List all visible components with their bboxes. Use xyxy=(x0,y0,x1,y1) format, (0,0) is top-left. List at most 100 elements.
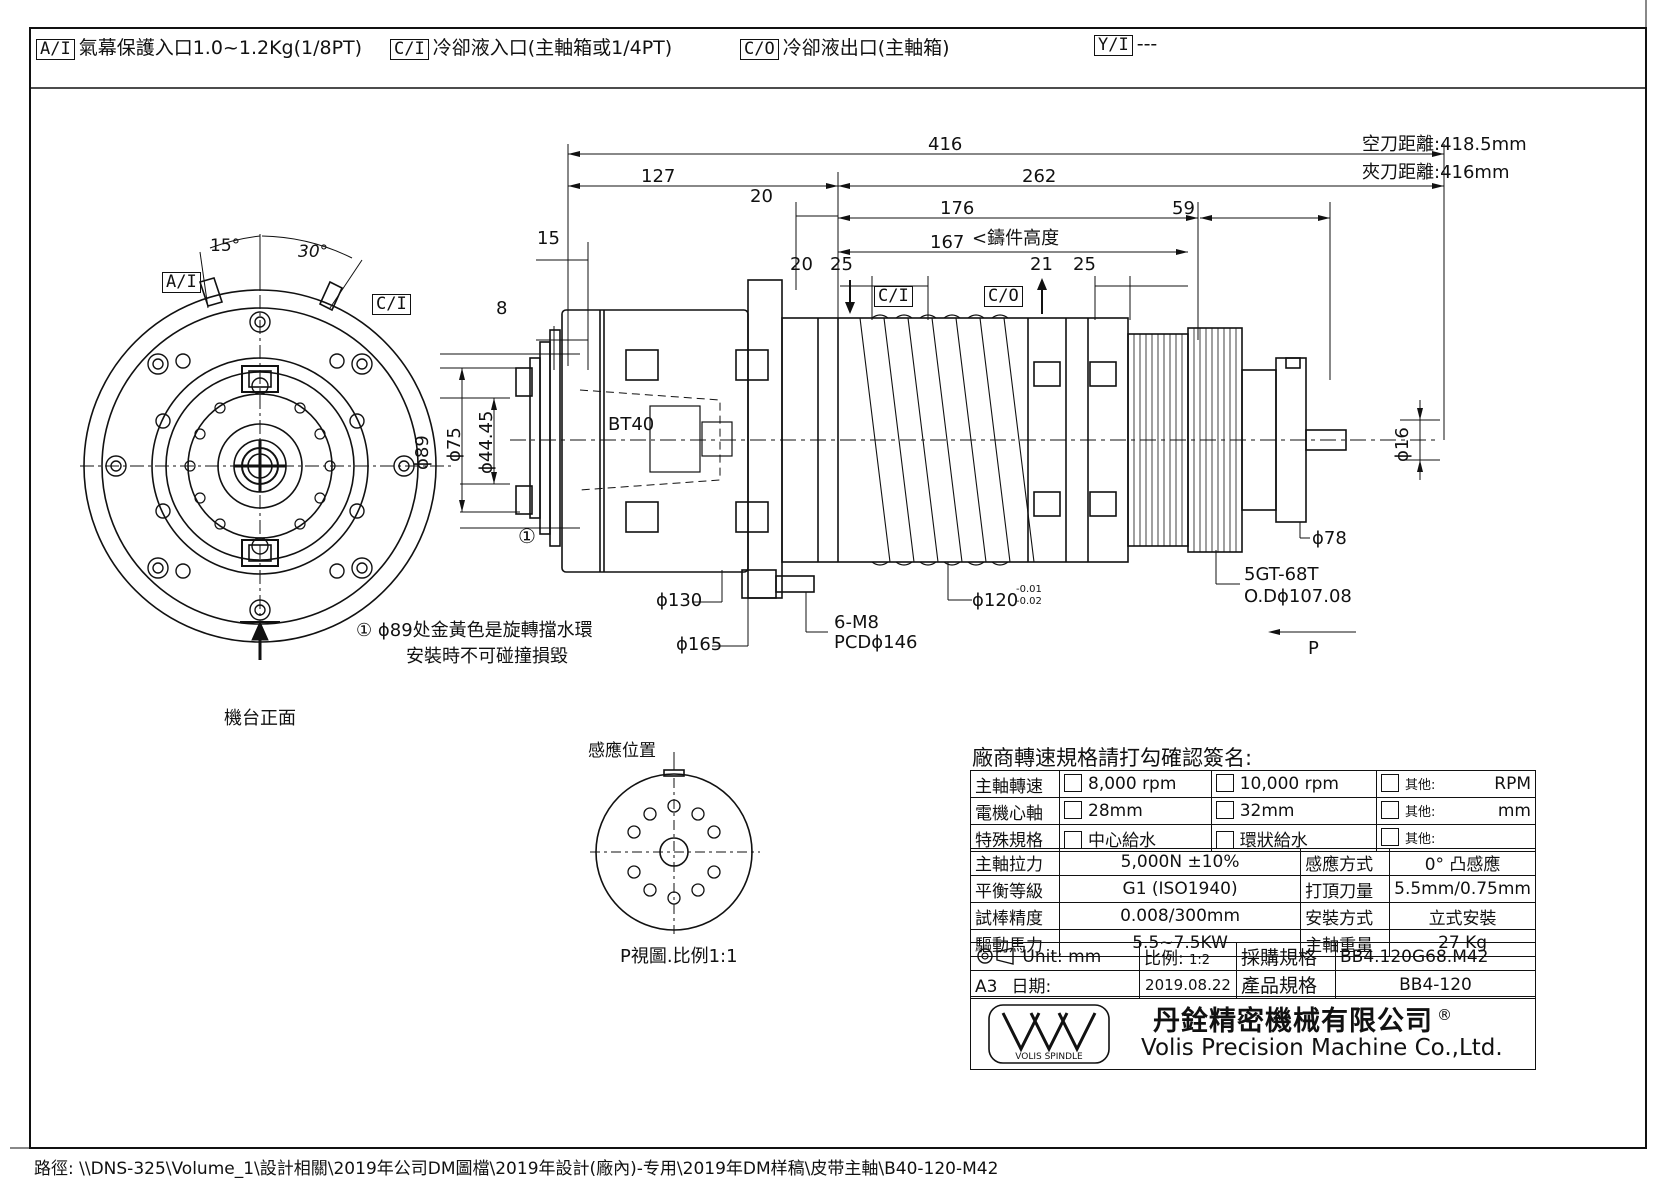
side-label-co: C/O xyxy=(984,286,1027,307)
pcd-label: PCDϕ146 xyxy=(834,632,918,653)
dim-dia16: ϕ16 xyxy=(1392,427,1413,462)
param-key: 安裝方式 xyxy=(1300,902,1391,930)
file-path: 路徑: \\DNS-325\Volume_1\設計相關\2019年公司DM圖檔\… xyxy=(34,1159,999,1179)
purchase-value: BB4.120G68.M42 xyxy=(1335,942,1536,971)
company-block: VOLIS SPINDLE 丹銓精密機械有限公司® Volis Precisio… xyxy=(970,996,1536,1070)
option-row: 電機心軸 28mm 32mm 其他:mm xyxy=(970,797,1536,825)
registered-mark: ® xyxy=(1437,1006,1453,1024)
tag-co: C/O xyxy=(740,39,779,60)
p-arrow-label: P xyxy=(1308,638,1319,659)
legend-ci-text: 冷卻液入口(主軸箱或1/4PT) xyxy=(432,37,673,59)
tag-ci: C/I xyxy=(390,39,429,60)
param-key: 打頂刀量 xyxy=(1300,875,1391,903)
param-key: 平衡等級 xyxy=(970,875,1060,903)
dim-127: 127 xyxy=(641,166,676,187)
dim-dia130: ϕ130 xyxy=(656,590,703,611)
checkbox-b[interactable] xyxy=(1215,774,1234,792)
dim-167: 167 xyxy=(930,232,965,253)
date-value: 2019.08.22 xyxy=(1139,970,1237,999)
gt-label: 5GT-68T xyxy=(1244,564,1319,585)
dim-dia165: ϕ165 xyxy=(676,634,723,655)
dim-25b: 25 xyxy=(1073,254,1096,275)
dim-8: 8 xyxy=(496,298,508,319)
side-marker-1: ① xyxy=(518,524,536,548)
checkbox-a[interactable] xyxy=(1064,774,1082,792)
param-value: 立式安裝 xyxy=(1389,902,1536,930)
dim-20a: 20 xyxy=(750,186,773,207)
note-line-1: ϕ89处金黃色是旋轉擋水環 xyxy=(377,620,593,641)
checkbox-other[interactable] xyxy=(1381,828,1399,846)
param-value: 5.5mm/0.75mm xyxy=(1389,875,1536,903)
clamp-tool-distance: 夾刀距離:416mm xyxy=(1362,162,1510,183)
checkbox-a[interactable] xyxy=(1064,801,1082,819)
checkbox-b[interactable] xyxy=(1215,830,1234,849)
option-label: 電機心軸 xyxy=(970,797,1060,825)
param-value: 0.008/300mm xyxy=(1058,902,1302,930)
note-marker: ① xyxy=(356,620,373,641)
side-view xyxy=(440,144,1445,647)
machine-front-arrow xyxy=(240,620,280,660)
od-label: O.Dϕ107.08 xyxy=(1244,586,1352,607)
param-value: 5,000N ±10% xyxy=(1058,848,1302,876)
param-value: G1 (ISO1940) xyxy=(1058,875,1302,903)
empty-tool-distance: 空刀距離:418.5mm xyxy=(1362,134,1527,155)
note-block: ① ϕ89处金黃色是旋轉擋水環 安裝時不可碰撞損毀 xyxy=(356,618,593,670)
dim-21: 21 xyxy=(1030,254,1053,275)
tag-yi: Y/I xyxy=(1094,35,1133,56)
casting-height: <鑄件高度 xyxy=(972,228,1060,249)
dim-15: 15 xyxy=(537,228,560,249)
param-key: 主軸拉力 xyxy=(970,848,1060,876)
machine-front-label: 機台正面 xyxy=(224,708,296,729)
paper-size: A3 xyxy=(975,977,998,997)
side-label-ci: C/I xyxy=(874,286,917,307)
tag-ai: A/I xyxy=(36,39,75,60)
dim-262: 262 xyxy=(1022,166,1057,187)
dim-dia75: ϕ75 xyxy=(444,427,465,462)
dim-dia120: ϕ120 xyxy=(972,590,1019,611)
option-label: 主軸轉速 xyxy=(970,770,1060,798)
date-label: 日期: xyxy=(1011,977,1052,997)
params-table: 主軸拉力 5,000N ±10% 感應方式 0° 凸感應 平衡等級 G1 (IS… xyxy=(970,848,1536,957)
param-row: 主軸拉力 5,000N ±10% 感應方式 0° 凸感應 xyxy=(970,848,1536,876)
purchase-label: 採購規格 xyxy=(1236,942,1336,971)
scale-value: 1:2 xyxy=(1189,953,1211,968)
option-label: 特殊規格 xyxy=(970,824,1060,852)
company-cn: 丹銓精密機械有限公司® xyxy=(1153,1006,1453,1037)
dim-25a: 25 xyxy=(830,254,853,275)
dim-59: 59 xyxy=(1172,198,1195,219)
product-label: 產品規格 xyxy=(1236,970,1336,999)
legend-co-text: 冷卻液出口(主軸箱) xyxy=(782,37,950,59)
legend-yi-text: --- xyxy=(1136,33,1158,55)
front-view xyxy=(80,234,452,660)
tol-upper: -0.01 xyxy=(1016,584,1042,595)
options-table: 主軸轉速 8,000 rpm 10,000 rpm 其他:RPM 電機心軸 28… xyxy=(970,770,1536,852)
logo-text: VOLIS SPINDLE xyxy=(1015,1052,1083,1062)
note-line-2: 安裝時不可碰撞損毀 xyxy=(406,646,568,667)
tol-lower: -0.02 xyxy=(1016,596,1042,607)
unit-value: mm xyxy=(1068,947,1102,967)
unit-label: Unit: xyxy=(1022,947,1063,967)
p-view-caption: P視圖.比例1:1 xyxy=(620,946,738,967)
legend-yi: Y/I--- xyxy=(1094,33,1157,56)
param-key: 感應方式 xyxy=(1300,848,1391,876)
spec-title: 廠商轉速規格請打勾確認簽名: xyxy=(972,746,1253,770)
company-logo: VOLIS SPINDLE xyxy=(988,1004,1110,1064)
legend-ai-text: 氣幕保護入口1.0~1.2Kg(1/8PT) xyxy=(78,37,363,59)
checkbox-other[interactable] xyxy=(1381,801,1399,819)
dim-dia89: ϕ89 xyxy=(412,435,433,470)
front-label-ci: C/I xyxy=(372,294,415,315)
dim-dia78: ϕ78 xyxy=(1312,528,1347,549)
checkbox-other[interactable] xyxy=(1381,774,1399,792)
checkbox-a[interactable] xyxy=(1064,830,1082,849)
option-row: 主軸轉速 8,000 rpm 10,000 rpm 其他:RPM xyxy=(970,770,1536,798)
sensor-position-label: 感應位置 xyxy=(588,741,656,761)
option-row: 特殊規格 中心給水 環狀給水 其他: xyxy=(970,824,1536,852)
checkbox-b[interactable] xyxy=(1215,801,1234,819)
param-value: 0° 凸感應 xyxy=(1389,848,1536,876)
dim-dia4445: ϕ44.45 xyxy=(476,410,497,474)
